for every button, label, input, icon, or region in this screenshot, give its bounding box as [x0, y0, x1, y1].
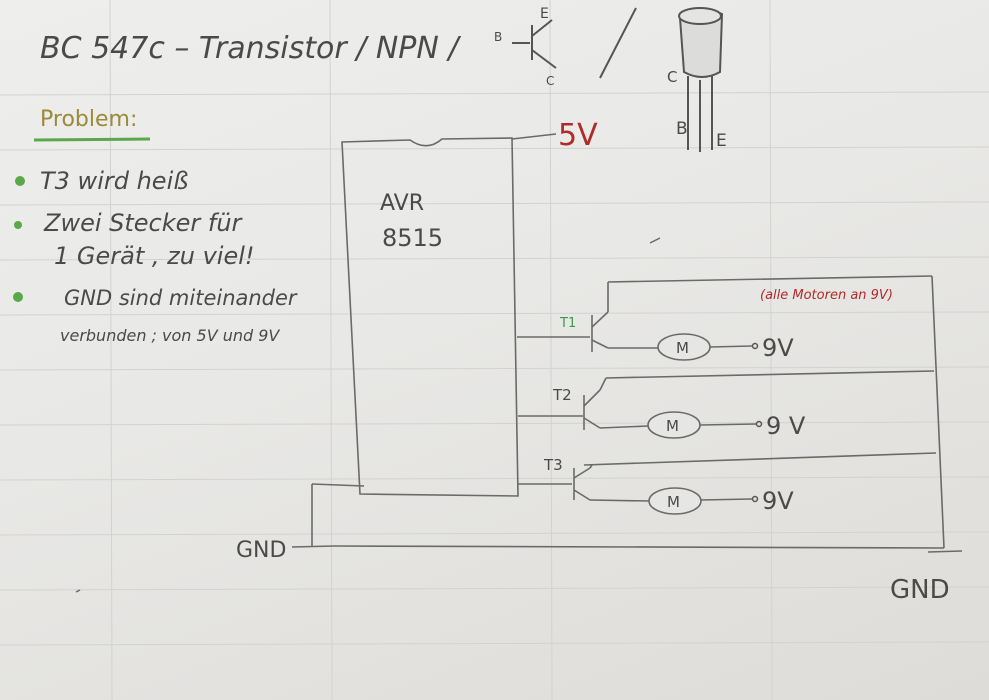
npn-pin-b: B: [494, 30, 502, 44]
t1-9v: 9V: [762, 334, 794, 362]
gnd-right-label: GND: [890, 575, 950, 605]
npn-pin-c: C: [546, 74, 554, 88]
stray-mark-1: [649, 237, 661, 244]
t2-label: T2: [552, 386, 572, 404]
motor-3-label: M: [667, 493, 680, 511]
supply-5v-label: 5V: [558, 118, 598, 153]
to92-legs: [687, 76, 713, 152]
npn-symbol: [512, 19, 557, 69]
stray-mark-2: [75, 589, 81, 593]
header-slash: [599, 7, 637, 79]
t3-label: T3: [543, 456, 563, 474]
header-title: BC 547c – Transistor / NPN /: [40, 31, 461, 66]
problem-item-3-line1: GND sind miteinander: [64, 286, 298, 310]
motor-note: (alle Motoren an 9V): [760, 288, 893, 303]
problem-item-2-line2: 1 Gerät , zu viel!: [54, 242, 255, 270]
motor-1: [657, 333, 711, 361]
bullet-1: [15, 176, 25, 186]
pkg-pin-b: B: [676, 119, 688, 139]
gnd-left-label: GND: [236, 538, 286, 563]
t3-9v: 9V: [762, 487, 794, 515]
npn-pin-e: E: [540, 6, 549, 22]
motors: [647, 333, 711, 515]
pkg-pin-c: C: [667, 68, 677, 86]
problem-heading: Problem:: [40, 107, 137, 132]
t2-9v: 9 V: [766, 412, 806, 440]
t1-label: T1: [559, 316, 576, 331]
9v-terminals: [751, 342, 763, 503]
bullet-3: [13, 292, 23, 302]
problem-item-2-line1: Zwei Stecker für: [43, 209, 244, 237]
heading-underline: [33, 137, 151, 142]
avr-chip: [341, 137, 519, 497]
problem-item-1: T3 wird heiß: [40, 167, 188, 195]
chip-label-1: AVR: [380, 191, 424, 216]
motor-1-label: M: [676, 339, 689, 357]
motor-2-label: M: [666, 417, 679, 435]
pkg-pin-e: E: [716, 131, 727, 151]
to92-package: [678, 7, 724, 78]
bullet-2: [14, 221, 22, 229]
wiring: [291, 133, 963, 553]
problem-item-3-line2: verbunden ; von 5V und 9V: [60, 326, 280, 345]
motor-2: [647, 411, 701, 439]
chip-label-2: 8515: [382, 224, 443, 252]
motor-3: [648, 487, 702, 515]
